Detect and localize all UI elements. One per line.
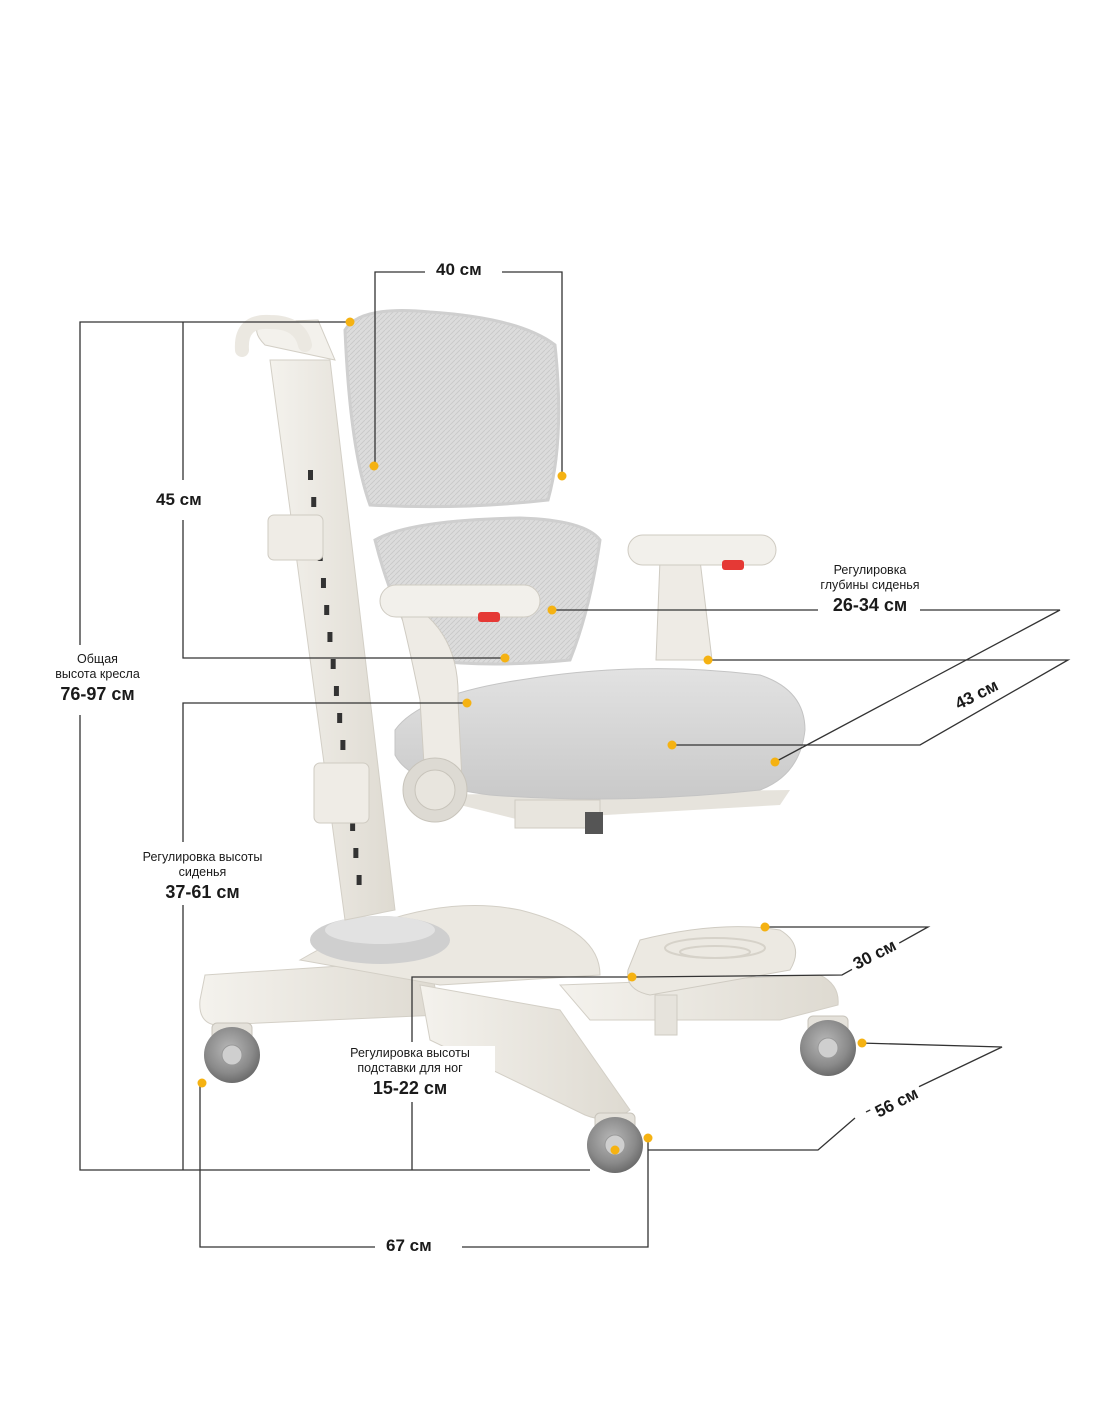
backrest-height-label: 45 см xyxy=(152,490,206,510)
marker-dot xyxy=(667,740,677,750)
marker-dot xyxy=(369,461,379,471)
adjustment-hole xyxy=(330,659,336,669)
seat-depth-value: 26-34 см xyxy=(832,595,908,615)
back-post xyxy=(234,314,396,921)
seat-height-caption: Регулировка высоты сиденья xyxy=(142,850,263,879)
marker-dot xyxy=(643,1133,653,1143)
adjustment-hole xyxy=(340,740,346,750)
caster-hub xyxy=(817,1037,839,1059)
dimension-lines xyxy=(79,271,1071,1248)
dimension-line xyxy=(182,520,505,659)
dimension-line xyxy=(182,702,467,842)
adjustment-hole xyxy=(350,821,356,831)
adjustment-hole xyxy=(308,470,313,480)
caster-hub xyxy=(221,1044,243,1066)
dimension-line xyxy=(411,976,632,1042)
adjustment-hole xyxy=(333,686,339,696)
dimension-line xyxy=(672,659,1071,746)
dimension-line xyxy=(79,321,350,645)
measurement-markers xyxy=(197,317,867,1155)
chair-base xyxy=(199,905,839,1120)
casters xyxy=(204,1015,856,1173)
footrest-height-caption: Регулировка высоты подставки для ног xyxy=(350,1046,470,1075)
footrest-height-value: 15-22 см xyxy=(372,1078,448,1098)
dimension-line xyxy=(774,609,1061,763)
footrest-height-note: Регулировка высоты подставки для ног 15-… xyxy=(325,1046,495,1100)
total-height-caption: Общая высота кресла xyxy=(55,652,140,681)
marker-dot xyxy=(610,1145,620,1155)
footrest xyxy=(627,926,797,1036)
marker-dot xyxy=(857,1038,867,1048)
marker-dot xyxy=(547,605,557,615)
marker-dot xyxy=(770,757,780,767)
adjustment-hole xyxy=(353,848,359,858)
marker-dot xyxy=(703,655,713,665)
seat-depth-caption: Регулировка глубины сиденья xyxy=(820,563,920,592)
marker-dot xyxy=(462,698,472,708)
dimension-line xyxy=(199,1085,375,1248)
caster-hub xyxy=(604,1134,626,1156)
adjustment-hole xyxy=(337,713,343,723)
seat-depth-note: Регулировка глубины сиденья 26-34 см xyxy=(800,563,940,617)
dimension-line xyxy=(374,271,425,465)
seat-height-note: Регулировка высоты сиденья 37-61 см xyxy=(110,850,295,904)
marker-dot xyxy=(760,922,770,932)
marker-dot xyxy=(345,317,355,327)
seat-height-value: 37-61 см xyxy=(165,882,240,902)
adjustment-hole xyxy=(311,497,317,507)
adjustment-hole xyxy=(356,875,362,885)
marker-dot xyxy=(557,471,567,481)
marker-dot xyxy=(197,1078,207,1088)
marker-dot xyxy=(500,653,510,663)
total-height-note: Общая высота кресла 76-97 см xyxy=(30,652,165,706)
dimension-line xyxy=(648,1117,856,1151)
marker-dot xyxy=(627,972,637,982)
dimension-line xyxy=(502,271,563,476)
adjustment-hole xyxy=(320,578,326,588)
dimension-line xyxy=(79,715,590,1171)
adjustment-hole xyxy=(327,632,333,642)
dimension-line xyxy=(462,1140,649,1248)
seat xyxy=(394,668,806,834)
backrest-width-label: 40 см xyxy=(432,260,486,280)
base-width-label: 67 см xyxy=(382,1236,436,1256)
adjustment-hole xyxy=(324,605,330,615)
total-height-value: 76-97 см xyxy=(60,684,135,704)
